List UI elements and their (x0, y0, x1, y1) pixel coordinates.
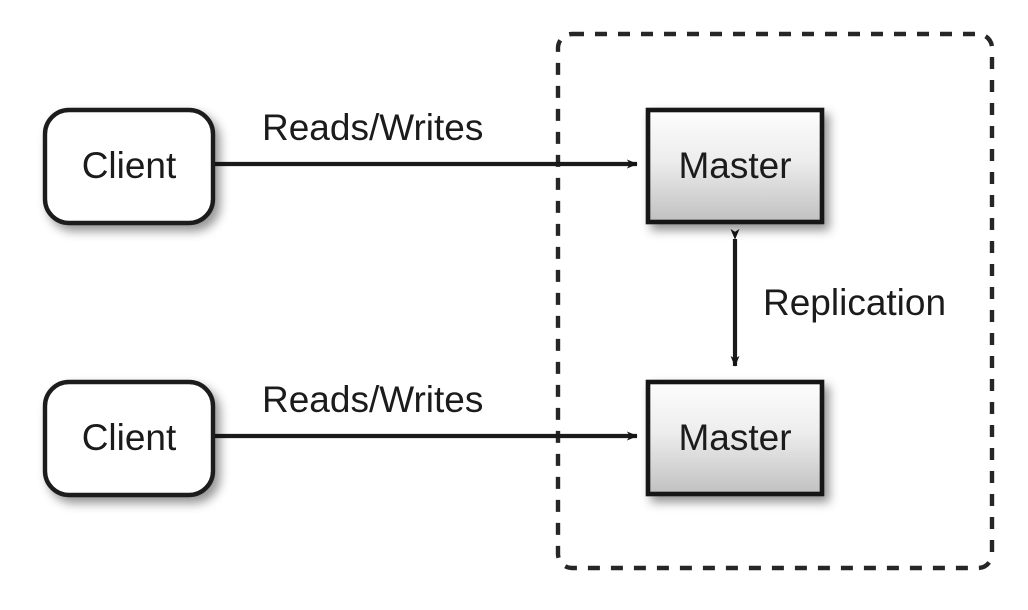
client-bottom-label: Client (82, 417, 177, 458)
edge-label-reads-writes-top: Reads/Writes (262, 107, 483, 148)
client-top-label: Client (82, 145, 177, 186)
edge-label-replication: Replication (763, 282, 946, 323)
edge-label-reads-writes-bottom: Reads/Writes (262, 379, 483, 420)
node-client-bottom[interactable]: Client (42, 379, 216, 498)
node-master-top[interactable]: Master (645, 107, 825, 225)
master-top-label: Master (678, 145, 791, 186)
master-top-shape (645, 107, 825, 225)
client-bottom-shape (42, 379, 216, 498)
replication-cluster-boundary (555, 31, 995, 571)
client-top-shape (42, 107, 216, 226)
master-bottom-label: Master (678, 417, 791, 458)
node-client-top[interactable]: Client (42, 107, 216, 226)
node-master-bottom[interactable]: Master (645, 379, 825, 497)
master-bottom-shape (645, 379, 825, 497)
